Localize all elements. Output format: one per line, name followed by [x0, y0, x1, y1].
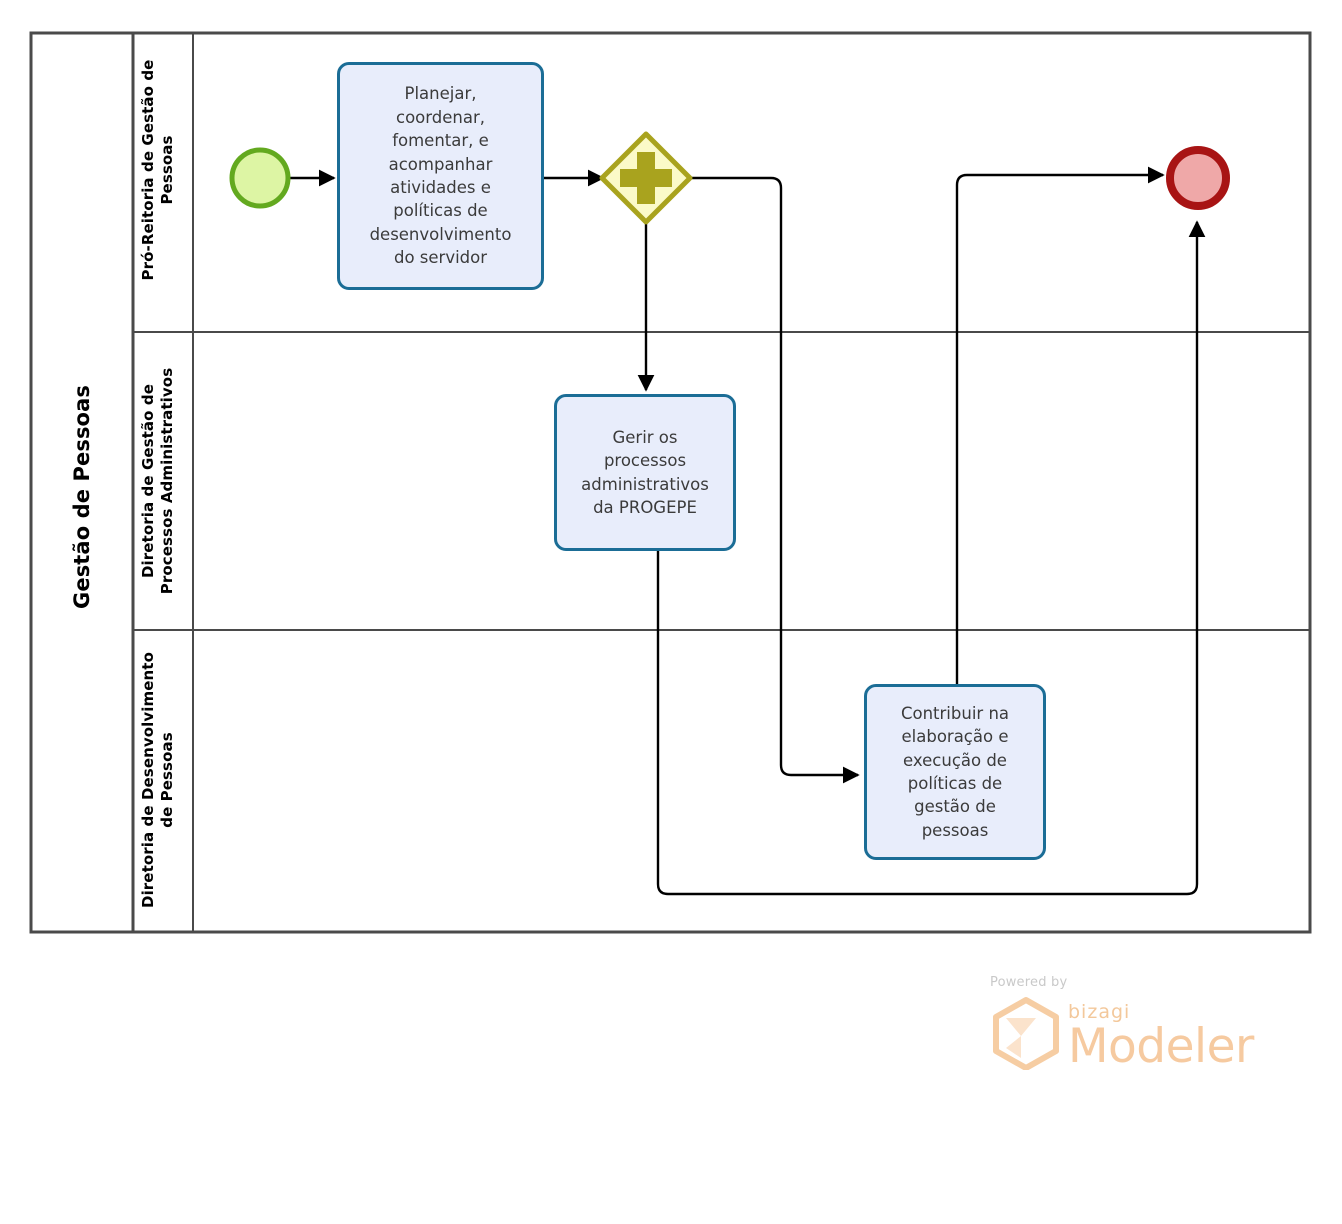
- parallel-gateway[interactable]: [599, 131, 693, 225]
- task-gerir-processos[interactable]: Gerir os processos administrativos da PR…: [554, 394, 736, 551]
- task-contribuir-politicas[interactable]: Contribuir na elaboração e execução de p…: [864, 684, 1046, 860]
- watermark-powered-by-label: Powered by: [990, 975, 1068, 990]
- start-event-circle[interactable]: [229, 147, 291, 209]
- watermark-brand-label: bizagi: [1068, 1001, 1131, 1023]
- lane-label-diretoria-desenvolvimento: Diretoria de Desenvolvimento de Pessoas: [139, 652, 176, 908]
- pool-outer-border: [29, 31, 1312, 934]
- pool-frame: [29, 31, 1312, 934]
- watermark: Powered by bizagi Modeler: [990, 975, 1254, 1070]
- task-planejar-coordenar[interactable]: Planejar, coordenar, fomentar, e acompan…: [337, 62, 544, 290]
- bizagi-logo-icon: [993, 997, 1059, 1070]
- end-event-circle[interactable]: [1166, 146, 1230, 210]
- sequence-flows: [290, 166, 1206, 896]
- end-event[interactable]: [1166, 146, 1230, 210]
- flow-task3-to-end: [955, 166, 1165, 686]
- start-event[interactable]: [229, 147, 291, 209]
- flow-gateway-to-task3: [690, 176, 860, 784]
- watermark-product-label: Modeler: [1068, 1019, 1254, 1074]
- pool-title: Gestão de Pessoas: [69, 385, 94, 609]
- lane-label-pro-reitoria: Pró-Reitoria de Gestão de Pessoas: [139, 59, 176, 281]
- gateway-plus-horizontal: [620, 169, 672, 187]
- lane-label-diretoria-processos: Diretoria de Gestão de Processos Adminis…: [139, 367, 176, 595]
- flow-task2-to-end: [656, 220, 1206, 896]
